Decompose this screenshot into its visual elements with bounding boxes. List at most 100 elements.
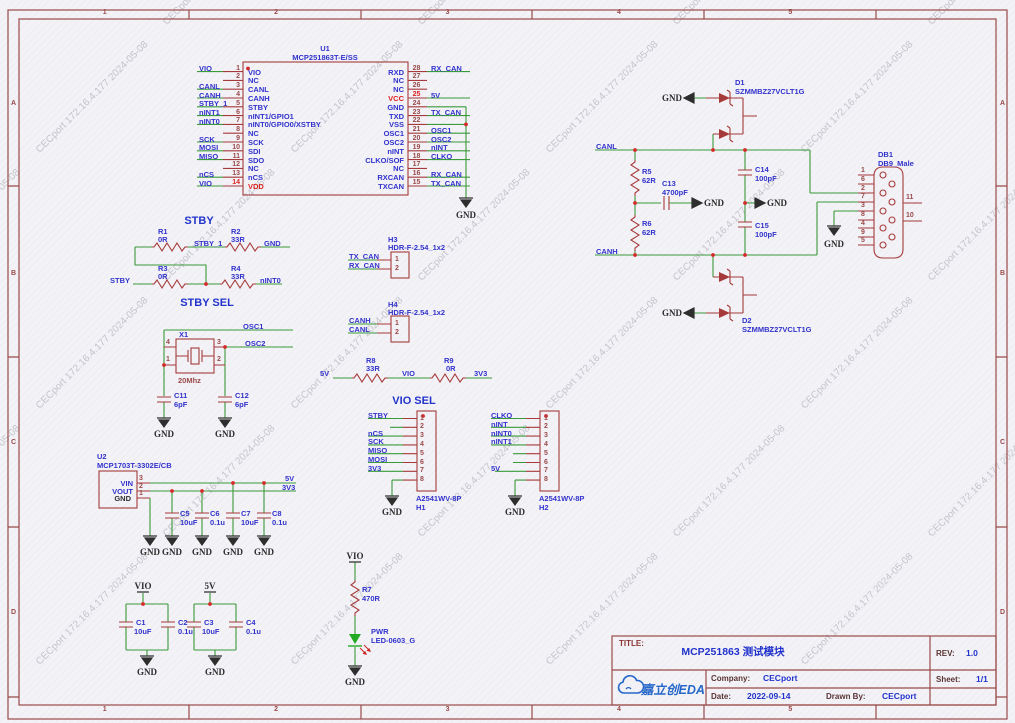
pin-name: nINT0/GPIO0/XSTBY bbox=[248, 120, 321, 130]
r9-value: 0R bbox=[446, 364, 456, 373]
power-flag-vio: VIO bbox=[134, 581, 152, 591]
watermark-text: CECport 172.16.4.177 2024-05-08 bbox=[544, 551, 661, 668]
net-label-3v3: 3V3 bbox=[474, 369, 488, 378]
pin-name: TXD bbox=[389, 111, 404, 121]
h4-part-number: HDR-F-2.54_1x2 bbox=[388, 308, 446, 317]
resistor-r8 bbox=[352, 372, 388, 384]
frame-col-label: 4 bbox=[616, 8, 621, 16]
h2-refdes: H2 bbox=[539, 503, 549, 512]
net-label: nCS bbox=[368, 428, 383, 438]
d1-refdes: D1 bbox=[735, 78, 745, 87]
pin-name: VDD bbox=[248, 182, 264, 192]
frame-col-label: 3 bbox=[445, 706, 450, 713]
c8-value: 0.1u bbox=[272, 518, 288, 527]
logo-cloud-icon bbox=[617, 674, 645, 694]
pin-number: 14 bbox=[232, 179, 240, 187]
frame-col-label: 2 bbox=[274, 706, 279, 713]
led-part-number: LED-0603_G bbox=[371, 636, 416, 645]
net-label-3v3: 3V3 bbox=[282, 483, 296, 492]
pin-name: VIO bbox=[248, 67, 261, 77]
cap-c13 bbox=[663, 196, 670, 210]
db9-pin-row: 1 bbox=[858, 167, 878, 180]
net-label: STBY_1 bbox=[199, 99, 228, 109]
resistor-r5 bbox=[629, 160, 641, 196]
pin-name: SCK bbox=[248, 138, 264, 148]
pin-name: TXCAN bbox=[378, 182, 404, 192]
pin-number: 15 bbox=[412, 179, 421, 187]
pin-number: 8 bbox=[420, 476, 424, 484]
net-label: RX_CAN bbox=[431, 169, 462, 179]
gnd-label: GND bbox=[205, 667, 225, 677]
u2-part-number: MCP1703T-3302E/CB bbox=[97, 461, 172, 470]
net-label: VIO bbox=[199, 64, 212, 74]
pin-number: 1 bbox=[420, 414, 424, 422]
c13-value: 4700pF bbox=[662, 188, 688, 197]
c11-value: 6pF bbox=[174, 400, 188, 409]
pin-number: 9 bbox=[861, 228, 865, 236]
pin-number: 2 bbox=[420, 423, 424, 431]
c5-value: 10uF bbox=[180, 518, 198, 527]
gnd-label: GND bbox=[662, 308, 682, 318]
net-label-canh: CANH bbox=[349, 316, 371, 325]
crystal-glyph bbox=[176, 350, 214, 362]
titleblock-sheet-value: 1/1 bbox=[976, 674, 988, 684]
r8-refdes: R8 bbox=[366, 356, 376, 365]
pin-number: 17 bbox=[412, 161, 421, 169]
net-label: nINT0 bbox=[199, 116, 220, 126]
net-label: nINT1 bbox=[491, 437, 512, 447]
pin-name: VSS bbox=[388, 120, 404, 130]
pin-number: 2 bbox=[236, 73, 240, 81]
titleblock-title: MCP251863 测试模块 bbox=[681, 646, 785, 658]
pin-number: 11 bbox=[232, 152, 240, 160]
pin-name: NC bbox=[248, 129, 259, 139]
h2-pin-row: 5 bbox=[489, 449, 561, 458]
x1-pin2: 2 bbox=[217, 356, 221, 363]
cap-c11 bbox=[157, 396, 171, 403]
frame-row-label: B bbox=[999, 269, 1006, 277]
net-label: VIO bbox=[199, 178, 212, 188]
c1-refdes: C1 bbox=[136, 618, 146, 627]
x1-pin1: 1 bbox=[166, 356, 170, 363]
cap-c15 bbox=[738, 221, 752, 228]
pin-name: nINT bbox=[387, 146, 404, 156]
section-heading-stby-sel: STBY SEL bbox=[180, 297, 234, 309]
c2-refdes: C2 bbox=[178, 618, 188, 627]
titleblock-company-value: CECport bbox=[763, 673, 798, 683]
r1-refdes: R1 bbox=[158, 227, 168, 236]
gnd-label: GND bbox=[223, 547, 243, 557]
c13-refdes: C13 bbox=[662, 179, 676, 188]
net-label: CANL bbox=[199, 81, 220, 91]
frame-col-label: 1 bbox=[102, 706, 107, 713]
pin-name: nCS bbox=[248, 173, 263, 183]
pin-name: OSC2 bbox=[383, 138, 404, 148]
net-label-canl: CANL bbox=[596, 142, 617, 151]
db9-pin-row: 5 bbox=[858, 237, 878, 250]
u2-refdes: U2 bbox=[97, 452, 107, 461]
db1-refdes: DB1 bbox=[878, 150, 894, 159]
h4-pin2: 2 bbox=[395, 329, 399, 336]
c15-value: 100pF bbox=[755, 230, 777, 239]
d1-part-number: SZMMBZ27VCLT1G bbox=[735, 87, 805, 96]
cap-c7 bbox=[226, 512, 240, 519]
c4-value: 0.1u bbox=[246, 627, 262, 636]
gnd-label: GND bbox=[704, 198, 724, 208]
pin-number: 5 bbox=[236, 99, 240, 107]
r3-value: 0R bbox=[158, 272, 168, 281]
gnd-label: GND bbox=[162, 547, 182, 557]
r8-value: 33R bbox=[366, 364, 380, 373]
gnd-label: GND bbox=[505, 507, 525, 517]
db1-part-number: DB9_Male bbox=[878, 159, 914, 168]
watermark-text: CECport 172.16.4.177 2024-05-08 bbox=[544, 39, 661, 156]
